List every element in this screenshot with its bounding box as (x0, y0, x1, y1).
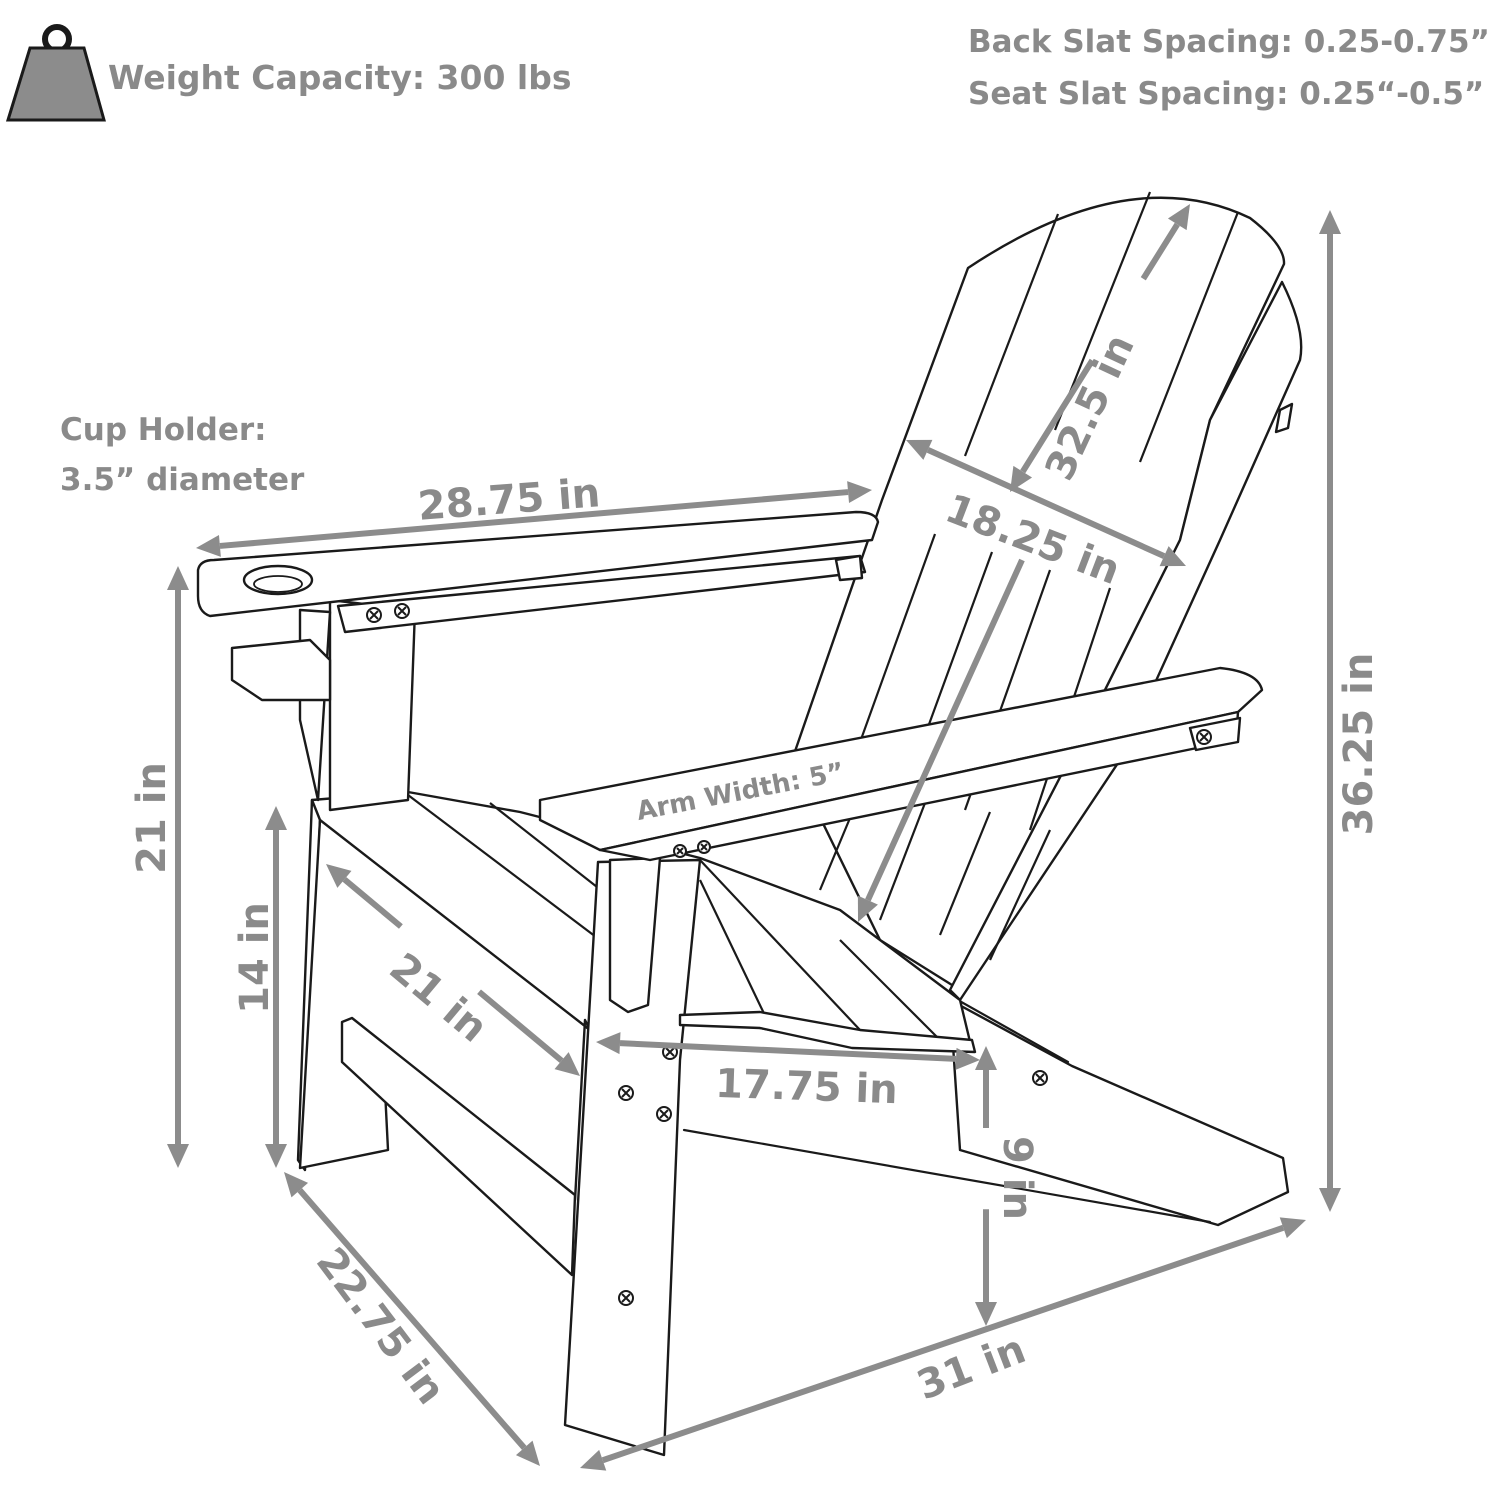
seat-width-arrow (596, 1032, 980, 1070)
arm-height-label: 21 in (129, 762, 175, 874)
screw-icon (618, 1085, 634, 1101)
seat-depth-arrow (326, 864, 580, 1076)
screw-icon (1196, 729, 1212, 745)
total-depth-label: 31 in (911, 1326, 1032, 1409)
cup-holder-diameter: 3.5” diameter (60, 462, 305, 498)
rear-height-arrow (975, 1046, 997, 1326)
back-height-arrow (1010, 204, 1190, 492)
arm-length-label: 28.75 in (416, 470, 602, 530)
arm-length-arrow (196, 481, 872, 557)
screw-icon (673, 844, 687, 858)
seat-slat-spacing-label: Seat Slat Spacing: 0.25“-0.5” (968, 76, 1485, 112)
total-width-label: 22.75 in (307, 1239, 454, 1413)
seat-height-arrow (265, 806, 287, 1168)
cup-holder-title: Cup Holder: (60, 412, 267, 448)
screw-icon (697, 840, 711, 854)
seat-height-label: 14 in (232, 902, 278, 1014)
screw-icon (394, 603, 410, 619)
screw-icon (656, 1106, 672, 1122)
total-width-arrow (284, 1172, 540, 1466)
back-slat-spacing-label: Back Slat Spacing: 0.25-0.75” (968, 24, 1490, 60)
dimension-arrows (167, 204, 1341, 1471)
chair-drawing (196, 191, 1303, 1457)
screw-icon (1032, 1070, 1048, 1086)
screw-icon-group (366, 603, 1212, 1306)
total-height-label: 36.25 in (1336, 653, 1382, 836)
arm-height-arrow (167, 566, 189, 1168)
weight-capacity-label: Weight Capacity: 300 lbs (108, 58, 572, 97)
weight-icon (5, 24, 106, 122)
rear-height-label: 9 in (994, 1136, 1040, 1220)
back-width-arrow (906, 439, 1186, 567)
total-depth-arrow (580, 1217, 1306, 1471)
screw-icon (366, 607, 382, 623)
screw-icon (618, 1290, 634, 1306)
seat-width-label: 17.75 in (714, 1061, 898, 1113)
back-width-lower-arrow (857, 558, 1025, 922)
total-height-arrow (1319, 210, 1341, 1212)
